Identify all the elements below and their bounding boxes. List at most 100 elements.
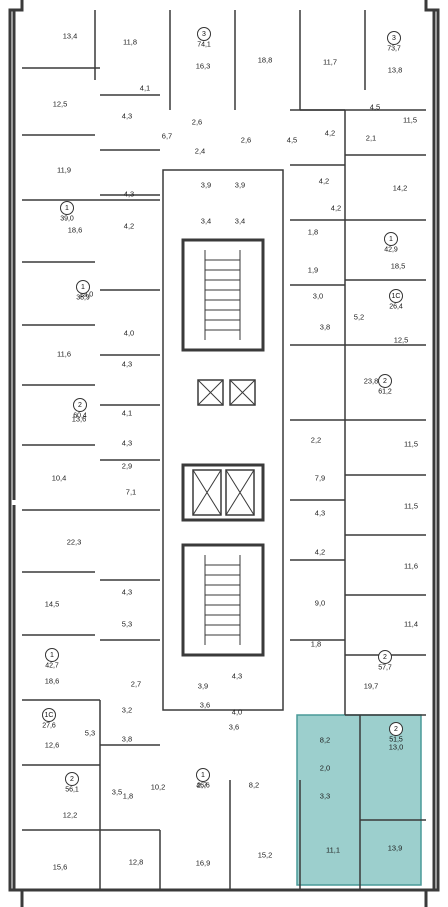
room-area-label: 3,2 [121, 705, 133, 715]
unit-rooms-badge[interactable]: 1 [60, 201, 74, 215]
room-area-label: 3,9 [200, 180, 212, 190]
room-area-label: 19,7 [363, 681, 379, 691]
unit-total-area: 51,5 [389, 736, 403, 744]
room-area-label: 5,3 [84, 728, 96, 738]
room-area-label: 12,5 [393, 335, 409, 345]
room-area-label: 2,7 [196, 780, 208, 790]
unit-total-area: 74,1 [197, 41, 211, 49]
room-area-label: 15,2 [257, 850, 273, 860]
room-area-label: 19,0 [78, 289, 94, 299]
unit-total-area: 60,4 [73, 412, 87, 420]
unit-total-area: 61,2 [378, 388, 392, 396]
room-area-label: 12,8 [128, 857, 144, 867]
room-area-label: 4,5 [286, 135, 298, 145]
room-area-label: 5,2 [353, 312, 365, 322]
unit-rooms-badge[interactable]: 2 [378, 650, 392, 664]
room-area-label: 10,4 [51, 473, 67, 483]
room-area-label: 6,7 [161, 131, 173, 141]
room-area-label: 11,4 [403, 619, 419, 629]
room-area-label: 4,3 [231, 671, 243, 681]
room-area-label: 3,3 [319, 791, 331, 801]
room-area-label: 12,5 [52, 99, 68, 109]
room-area-label: 12,2 [62, 810, 78, 820]
room-area-label: 2,6 [191, 117, 203, 127]
room-area-label: 11,5 [403, 439, 419, 449]
unit-rooms-badge[interactable]: 1 [76, 280, 90, 294]
room-area-label: 4,2 [324, 128, 336, 138]
room-area-label: 4,5 [369, 102, 381, 112]
room-area-label: 22,3 [66, 537, 82, 547]
room-area-label: 4,2 [123, 221, 135, 231]
room-area-label: 3,4 [200, 216, 212, 226]
room-area-label: 4,0 [123, 328, 135, 338]
unit-rooms-badge[interactable]: 1 [384, 232, 398, 246]
room-area-label: 2,0 [319, 763, 331, 773]
room-area-label: 14,2 [392, 183, 408, 193]
room-area-label: 4,3 [123, 189, 135, 199]
unit-total-area: 39,0 [60, 215, 74, 223]
room-area-label: 18,6 [44, 676, 60, 686]
room-area-label: 4,3 [121, 111, 133, 121]
room-area-label: 1,8 [310, 639, 322, 649]
room-area-label: 11,6 [56, 349, 72, 359]
unit-total-area: 27,6 [42, 722, 56, 730]
room-area-label: 3,8 [121, 734, 133, 744]
room-area-label: 8,2 [248, 780, 260, 790]
room-area-label: 4,3 [121, 587, 133, 597]
unit-rooms-badge[interactable]: 3 [197, 27, 211, 41]
room-area-label: 4,3 [314, 508, 326, 518]
room-area-label: 5,3 [121, 619, 133, 629]
unit-rooms-badge[interactable]: 1С [389, 289, 403, 303]
room-area-label: 18,6 [67, 225, 83, 235]
room-area-label: 2,2 [310, 435, 322, 445]
room-area-label: 13,8 [387, 65, 403, 75]
unit-rooms-badge[interactable]: 3 [387, 31, 401, 45]
room-area-label: 2,1 [365, 133, 377, 143]
unit-total-area: 56,1 [65, 786, 79, 794]
room-area-label: 12,6 [44, 740, 60, 750]
room-area-label: 15,6 [52, 862, 68, 872]
room-area-label: 3,9 [234, 180, 246, 190]
room-area-label: 13,0 [388, 742, 404, 752]
unit-rooms-badge[interactable]: 2 [65, 772, 79, 786]
room-area-label: 3,6 [199, 700, 211, 710]
unit-rooms-badge[interactable]: 1 [196, 768, 210, 782]
room-area-label: 4,2 [314, 547, 326, 557]
room-area-label: 4,2 [318, 176, 330, 186]
unit-rooms-badge[interactable]: 2 [389, 722, 403, 736]
unit-total-area: 57,7 [378, 664, 392, 672]
room-area-label: 1,9 [307, 265, 319, 275]
room-area-label: 4,1 [121, 408, 133, 418]
unit-total-area: 42,9 [384, 246, 398, 254]
room-area-label: 14,5 [44, 599, 60, 609]
room-area-label: 4,3 [121, 438, 133, 448]
highlighted-apartment[interactable] [296, 714, 422, 886]
room-area-label: 9,0 [314, 598, 326, 608]
unit-total-area: 42,7 [45, 662, 59, 670]
unit-rooms-badge[interactable]: 2 [73, 398, 87, 412]
room-area-label: 23,8 [363, 376, 379, 386]
room-area-label: 4,1 [139, 83, 151, 93]
room-area-label: 18,5 [390, 261, 406, 271]
unit-rooms-badge[interactable]: 1С [42, 708, 56, 722]
room-area-label: 10,2 [150, 782, 166, 792]
room-area-label: 13,4 [62, 31, 78, 41]
room-area-label: 11,5 [403, 501, 419, 511]
room-area-label: 11,8 [122, 37, 138, 47]
unit-total-area: 73,7 [387, 45, 401, 53]
room-area-label: 11,9 [56, 165, 72, 175]
room-area-label: 11,6 [403, 561, 419, 571]
room-area-label: 3,8 [319, 322, 331, 332]
room-area-label: 16,3 [195, 61, 211, 71]
room-area-label: 4,0 [231, 707, 243, 717]
room-area-label: 13,6 [71, 414, 87, 424]
room-area-label: 13,9 [387, 843, 403, 853]
unit-rooms-badge[interactable]: 1 [45, 648, 59, 662]
room-area-label: 16,9 [195, 858, 211, 868]
unit-rooms-badge[interactable]: 2 [378, 374, 392, 388]
unit-total-area: 46,6 [196, 782, 210, 790]
room-area-label: 11,1 [325, 845, 341, 855]
room-area-label: 4,2 [330, 203, 342, 213]
unit-total-area: 38,9 [76, 294, 90, 302]
